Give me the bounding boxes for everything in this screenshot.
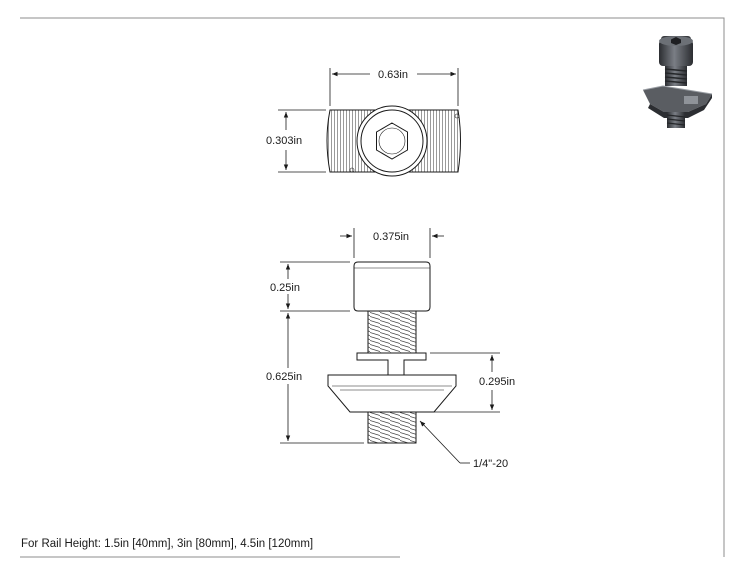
socket-bottom <box>378 127 406 155</box>
dim-total-height <box>280 313 364 444</box>
t-nut-base <box>327 374 457 413</box>
dim-label-thread: 1/4"-20 <box>473 458 508 470</box>
dim-label-top-width: 0.63in <box>378 69 408 81</box>
dim-label-head-width: 0.375in <box>373 231 409 243</box>
dim-head-height <box>280 261 350 312</box>
rail-height-note: For Rail Height: 1.5in [40mm], 3in [80mm… <box>21 538 314 550</box>
dim-top-height <box>278 109 326 173</box>
nut-shoulder <box>356 352 427 376</box>
side-view <box>327 261 457 444</box>
detent-mark <box>349 167 355 173</box>
dim-label-head-height: 0.25in <box>270 282 300 294</box>
hex-socket-icon <box>376 122 408 160</box>
dim-label-top-height: 0.303in <box>266 135 302 147</box>
screw-head-circle <box>356 105 428 177</box>
dim-nut-height <box>420 352 500 413</box>
dim-label-total-height: 0.625in <box>266 371 302 383</box>
detent-mark <box>454 113 460 119</box>
lower-thread <box>367 411 417 444</box>
sheet-border <box>20 17 725 557</box>
thread-callout <box>419 420 470 464</box>
dim-top-width <box>329 68 459 106</box>
dim-label-nut-height: 0.295in <box>479 376 515 388</box>
dim-head-width <box>340 228 444 258</box>
top-view <box>326 105 461 177</box>
screw-head-side <box>353 261 431 312</box>
screw-head-chamfer <box>360 109 424 173</box>
iso-thumbnail <box>642 36 713 128</box>
upper-thread <box>367 310 417 354</box>
